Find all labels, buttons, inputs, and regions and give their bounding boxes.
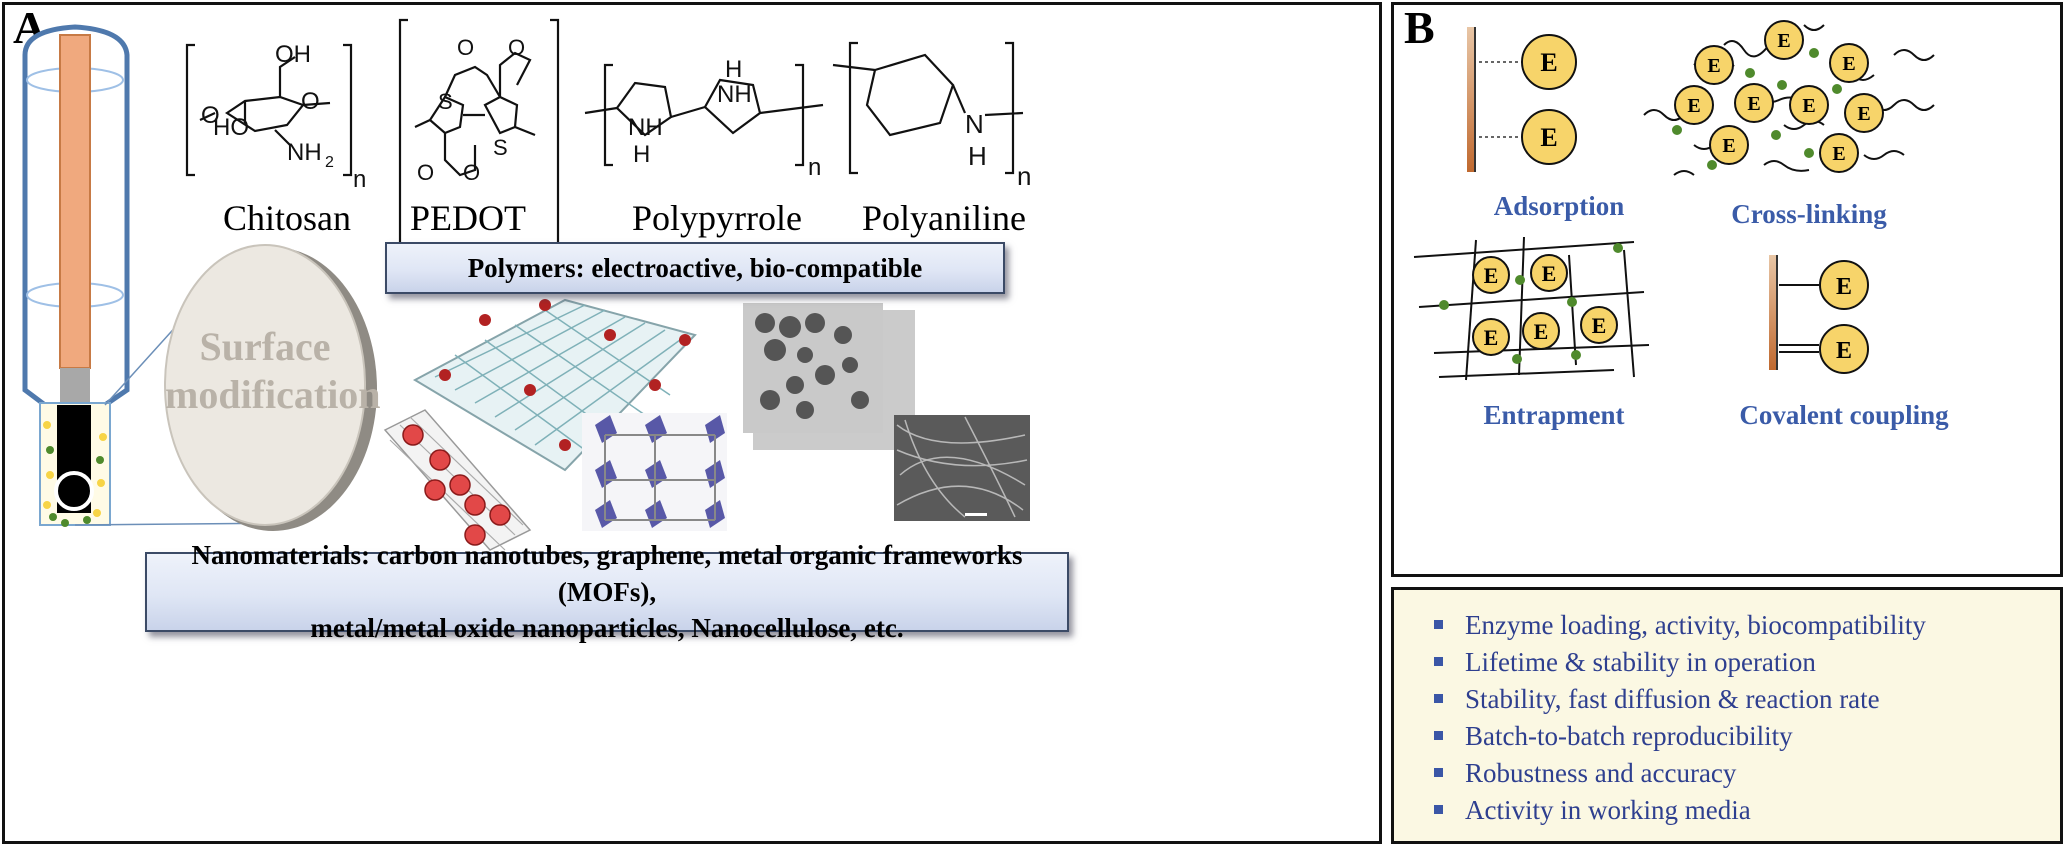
enzyme-label: E xyxy=(1592,313,1607,338)
method-label-cross-linking: Cross-linking xyxy=(1731,199,1887,229)
surface-label-line2: modification xyxy=(165,372,381,417)
enzyme-label: E xyxy=(1534,319,1549,344)
method-label-covalent-coupling: Covalent coupling xyxy=(1739,400,1949,430)
benefit-text: Stability, fast diffusion & reaction rat… xyxy=(1465,684,1880,714)
bullet-square-icon xyxy=(1434,620,1443,630)
surface-label-line1: Surface xyxy=(199,324,331,369)
carbon-nanotube xyxy=(383,409,532,551)
enzyme-label: E xyxy=(1777,30,1790,52)
benefit-text: Lifetime & stability in operation xyxy=(1465,647,1816,677)
polyaniline-n-label: n xyxy=(1017,161,1031,191)
graphene-sheet xyxy=(412,298,697,472)
polypyrrole-h2-label: H xyxy=(725,56,742,83)
bullet-square-icon xyxy=(1434,657,1443,667)
enzyme-circle xyxy=(1521,34,1577,90)
chitosan-n-label: n xyxy=(353,166,366,193)
nanoparticle-tem-image xyxy=(743,303,915,450)
nano-banner-line2: metal/metal oxide nanoparticles, Nanocel… xyxy=(310,613,904,644)
chitosan-nh2-label: NH xyxy=(287,139,322,166)
enzyme-label: E xyxy=(1857,103,1870,125)
enzyme-label: E xyxy=(1540,123,1557,152)
pedot-o4-label: O xyxy=(463,160,480,185)
pedot-o2-label: O xyxy=(508,35,525,60)
enzyme-label: E xyxy=(1836,274,1852,300)
chitosan-o-label: O xyxy=(201,102,220,129)
adsorption-diagram: E E xyxy=(1467,27,1577,172)
polypyrrole-structure xyxy=(584,63,824,167)
chitosan-oh-label: OH xyxy=(275,41,311,68)
nanomaterials-banner: Nanomaterials: carbon nanotubes, graphen… xyxy=(145,540,1069,643)
polypyrrole-h1-label: H xyxy=(633,141,650,168)
benefit-item: Enzyme loading, activity, biocompatibili… xyxy=(1434,608,1926,642)
polypyrrole-nh1-label: NH xyxy=(628,114,663,141)
pedot-s2-label: S xyxy=(493,135,508,160)
polyaniline-structure xyxy=(832,41,1024,175)
enzyme-label: E xyxy=(1842,53,1855,75)
chitosan-ho-label: HO xyxy=(213,114,249,141)
pedot-o1-label: O xyxy=(457,35,474,60)
polymer-name-polyaniline: Polyaniline xyxy=(862,198,1026,238)
panel-b-graphics: E E E E E E E xyxy=(1413,20,1935,381)
surface-disk xyxy=(164,244,377,531)
panel-a-graphics: OH O O HO NH 2 n S S O O O O xyxy=(22,18,1031,551)
cross-linking-diagram: E E E E E E E E E xyxy=(1643,20,1935,176)
benefit-text: Enzyme loading, activity, biocompatibili… xyxy=(1465,610,1926,640)
benefit-item: Activity in working media xyxy=(1434,793,1926,827)
benefit-item: Stability, fast diffusion & reaction rat… xyxy=(1434,682,1926,716)
benefits-panel: Enzyme loading, activity, biocompatibili… xyxy=(1391,587,2063,844)
polymer-name-pedot: PEDOT xyxy=(410,198,526,238)
polymer-name-chitosan: Chitosan xyxy=(223,198,352,238)
electrode-illustration xyxy=(22,24,306,527)
nanocellulose-sem-image xyxy=(894,415,1030,521)
entrapment-diagram: E E E E E xyxy=(1413,236,1650,381)
bullet-square-icon xyxy=(1434,731,1443,741)
bullet-square-icon xyxy=(1434,805,1443,815)
enzyme-label: E xyxy=(1802,95,1815,117)
pedot-s1-label: S xyxy=(438,89,453,114)
mof-structure xyxy=(582,413,727,531)
covalent-coupling-diagram: E E xyxy=(1769,255,1869,374)
bullet-square-icon xyxy=(1434,768,1443,778)
panel-b: B E E xyxy=(1391,2,2063,577)
polypyrrole-nh2-label: NH xyxy=(717,81,752,108)
enzyme-label: E xyxy=(1722,135,1735,157)
enzyme-label: E xyxy=(1832,143,1845,165)
chitosan-ring-o-label: O xyxy=(301,88,320,115)
method-label-entrapment: Entrapment xyxy=(1483,400,1625,430)
benefit-item: Robustness and accuracy xyxy=(1434,756,1926,790)
enzyme-label: E xyxy=(1707,55,1720,77)
polyaniline-h-label: H xyxy=(968,141,987,171)
panel-b-label: B xyxy=(1404,2,1435,53)
enzyme-label: E xyxy=(1747,93,1760,115)
benefit-text: Activity in working media xyxy=(1465,795,1751,825)
benefits-list: Enzyme loading, activity, biocompatibili… xyxy=(1434,608,1926,830)
enzyme-label: E xyxy=(1836,338,1852,364)
benefit-text: Robustness and accuracy xyxy=(1465,758,1737,788)
benefit-item: Lifetime & stability in operation xyxy=(1434,645,1926,679)
enzyme-circle xyxy=(1521,109,1577,165)
benefit-item: Batch-to-batch reproducibility xyxy=(1434,719,1926,753)
chitosan-sub2-label: 2 xyxy=(325,154,334,171)
bullet-square-icon xyxy=(1434,694,1443,704)
enzyme-label: E xyxy=(1540,48,1557,77)
enzyme-label: E xyxy=(1484,325,1499,350)
chitosan-structure xyxy=(185,43,353,177)
benefit-text: Batch-to-batch reproducibility xyxy=(1465,721,1793,751)
nano-banner-line1: Nanomaterials: carbon nanotubes, graphen… xyxy=(191,540,1023,607)
polymer-name-polypyrrole: Polypyrrole xyxy=(632,198,802,238)
enzyme-label: E xyxy=(1484,263,1499,288)
method-label-adsorption: Adsorption xyxy=(1493,191,1625,221)
polyaniline-n-atom-label: N xyxy=(965,109,984,139)
pedot-o3-label: O xyxy=(417,160,434,185)
surface-modification-label: Surface modification xyxy=(165,323,381,419)
polypyrrole-n-label: n xyxy=(808,154,821,181)
polymer-banner: Polymers: electroactive, bio-compatible xyxy=(385,242,1005,294)
enzyme-label: E xyxy=(1687,95,1700,117)
panel-a: A xyxy=(2,2,1382,844)
enzyme-label: E xyxy=(1542,261,1557,286)
